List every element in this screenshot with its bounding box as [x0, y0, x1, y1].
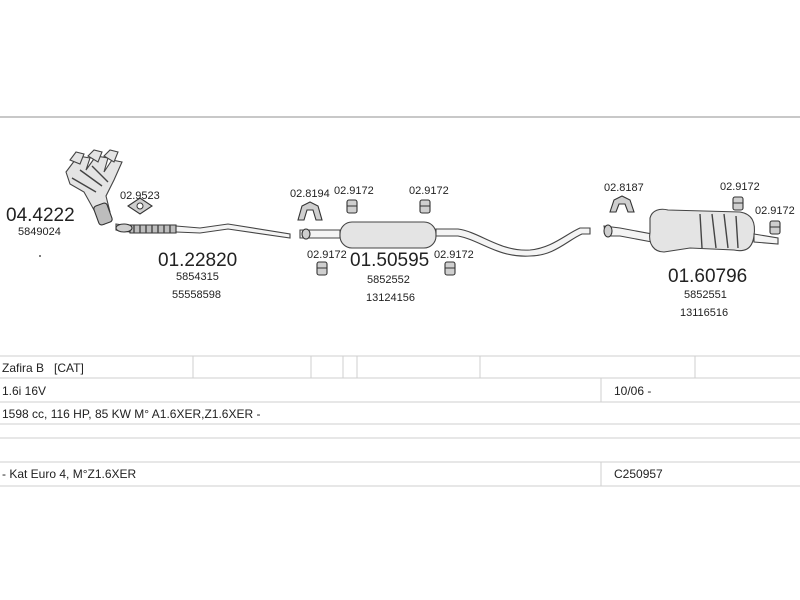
manifold-catalyst-part[interactable]: [65, 149, 123, 226]
gasket-part[interactable]: [127, 197, 153, 215]
front-pipe-oem-number-2: 55558598: [172, 289, 221, 301]
vehicle-model: Zafira B [CAT]: [2, 361, 84, 375]
vehicle-spec: 1598 cc, 116 HP, 85 KW M° A1.6XER,Z1.6XE…: [2, 407, 260, 421]
vehicle-engine: 1.6i 16V: [2, 384, 46, 398]
middle-muffler-oem-number-2: 13124156: [366, 292, 415, 304]
rear-muffler-oem-number-2: 13116516: [680, 307, 728, 319]
rubber-mount-part-number: 02.9172: [307, 249, 347, 261]
rubber-mount-part-number: 02.9172: [720, 181, 760, 193]
vehicle-notes: - Kat Euro 4, M°Z1.6XER: [2, 467, 137, 481]
rubber-mount-part[interactable]: [769, 220, 781, 235]
marker-dot: [39, 255, 41, 257]
manifold-part-number: 04.4222: [6, 205, 75, 226]
rubber-mount-part[interactable]: [732, 196, 744, 211]
clamp-part-number: 02.8187: [604, 182, 644, 194]
rear-muffler-part-number: 01.60796: [668, 266, 747, 287]
gasket-part-number: 02.9523: [120, 190, 160, 202]
rubber-mount-part-number: 02.9172: [755, 205, 795, 217]
rubber-mount-part-number: 02.9172: [434, 249, 474, 261]
rubber-mount-part[interactable]: [444, 261, 456, 276]
vehicle-years: 10/06 -: [614, 384, 651, 398]
rear-muffler-part[interactable]: [603, 208, 779, 253]
rubber-mount-part[interactable]: [419, 199, 431, 214]
middle-muffler-part-number: 01.50595: [350, 250, 429, 271]
middle-muffler-oem-number-1: 5852552: [367, 274, 410, 286]
rear-muffler-oem-number-1: 5852551: [684, 289, 727, 301]
front-pipe-part-number: 01.22820: [158, 250, 237, 271]
rubber-mount-part-number: 02.9172: [409, 185, 449, 197]
rubber-mount-part[interactable]: [346, 199, 358, 214]
vehicle-code: C250957: [614, 467, 663, 481]
front-pipe-part[interactable]: [115, 223, 291, 239]
clamp-part[interactable]: [297, 201, 323, 221]
clamp-part-number: 02.8194: [290, 188, 330, 200]
middle-muffler-part[interactable]: [299, 221, 591, 257]
rubber-mount-part[interactable]: [316, 261, 328, 276]
rubber-mount-part-number: 02.9172: [334, 185, 374, 197]
front-pipe-oem-number-1: 5854315: [176, 271, 219, 283]
vehicle-info-table: [0, 355, 800, 487]
clamp-part[interactable]: [609, 195, 635, 213]
manifold-oem-number: 5849024: [18, 226, 61, 238]
